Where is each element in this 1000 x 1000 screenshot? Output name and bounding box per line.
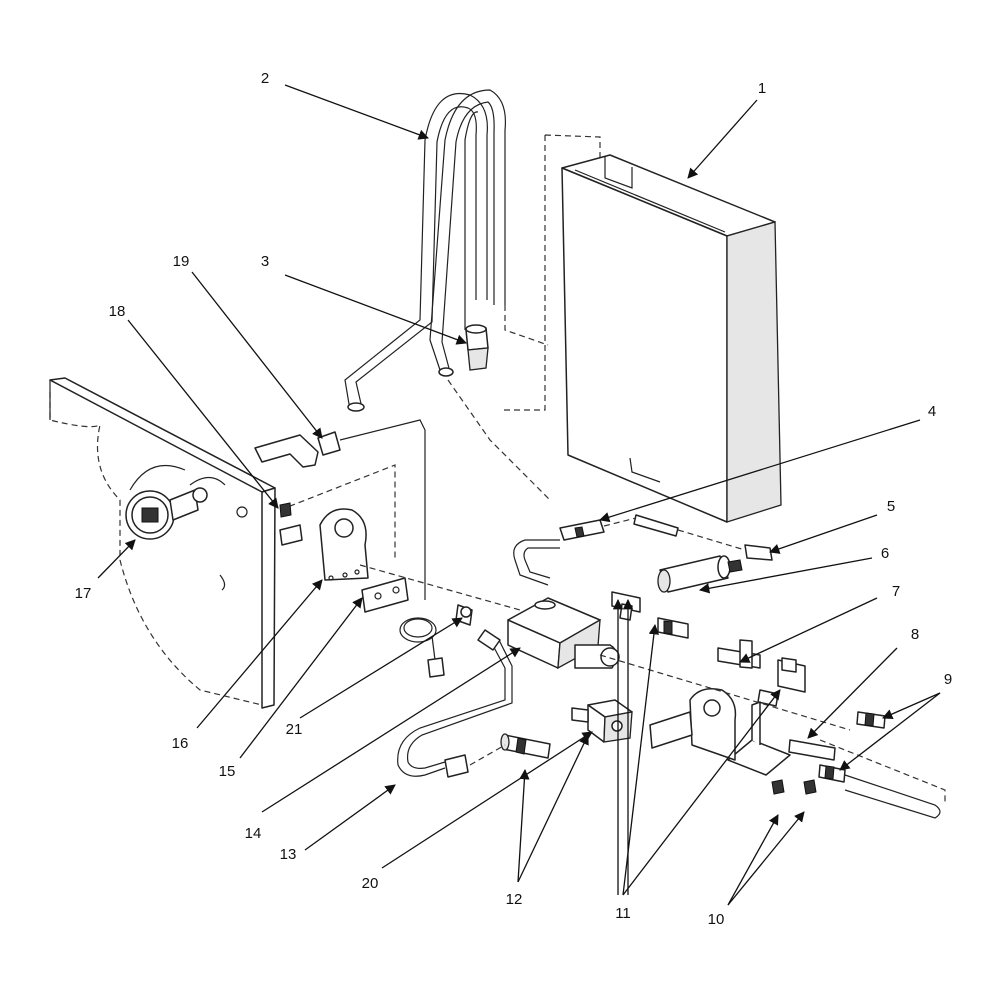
callout-7: 7 (892, 583, 900, 600)
callout-20: 20 (362, 875, 379, 892)
callout-9: 9 (944, 671, 952, 688)
sensor-wire (254, 419, 445, 678)
callout-labels: 1 2 3 4 5 6 7 8 9 10 11 12 13 14 15 16 1… (75, 70, 953, 928)
callout-5: 5 (887, 498, 895, 515)
callout-8: 8 (911, 626, 919, 643)
callout-16: 16 (172, 735, 189, 752)
callout-10: 10 (708, 911, 725, 928)
leader-lines (97, 84, 941, 906)
callout-2: 2 (261, 70, 269, 87)
callout-11: 11 (615, 905, 631, 922)
mounting-plate (279, 508, 409, 613)
side-panel (49, 377, 851, 731)
callout-18: 18 (109, 303, 126, 320)
callout-19: 19 (173, 253, 190, 270)
float-sensor (465, 324, 489, 371)
callout-14: 14 (245, 825, 262, 842)
callout-12: 12 (506, 891, 523, 908)
callout-1: 1 (758, 80, 766, 97)
fuse-holder (500, 733, 551, 759)
motor-bracket-assembly (649, 688, 737, 761)
callout-21: 21 (286, 721, 303, 738)
tube-bundle (344, 89, 551, 501)
fitting-assembly-upper (513, 514, 773, 593)
callout-3: 3 (261, 253, 269, 270)
callout-4: 4 (928, 403, 936, 420)
callout-6: 6 (881, 545, 889, 562)
water-tank (500, 134, 782, 523)
hose-assembly (397, 604, 513, 778)
pump (507, 597, 620, 670)
callout-17: 17 (75, 585, 92, 602)
callout-15: 15 (219, 763, 236, 780)
callout-13: 13 (280, 846, 297, 863)
fitting-assembly-right (727, 701, 946, 819)
solenoid-valve (571, 699, 633, 743)
